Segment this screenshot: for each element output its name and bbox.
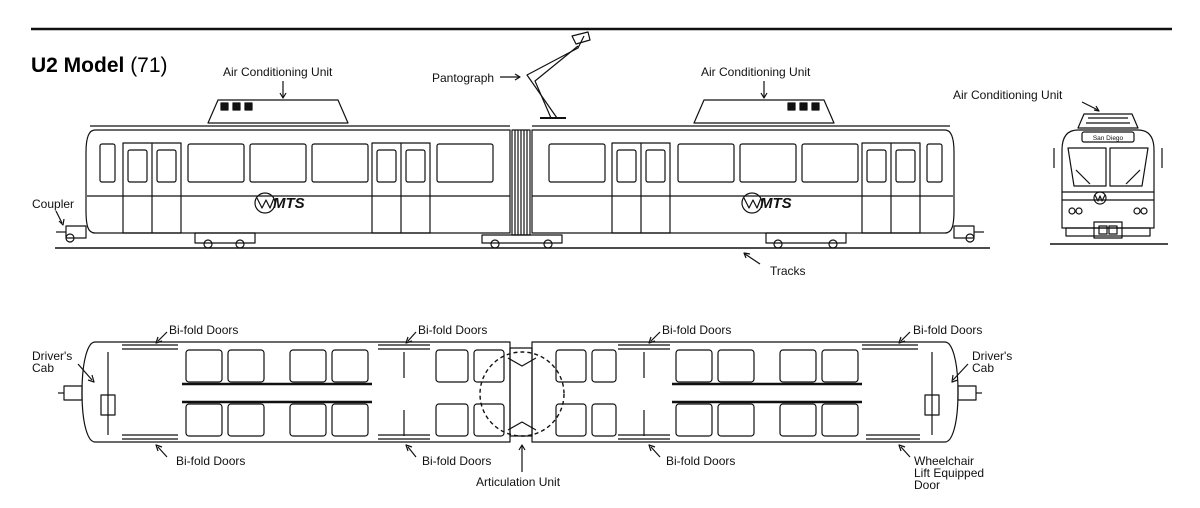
side-view: MTS MTS bbox=[55, 31, 990, 265]
pantograph bbox=[526, 31, 591, 119]
ac-unit-left bbox=[207, 99, 349, 124]
mts-logo-text-left: MTS bbox=[273, 195, 305, 212]
articulation-turntable bbox=[479, 351, 565, 437]
mts-logo-text-right: MTS bbox=[760, 195, 792, 212]
ac-unit-right bbox=[693, 99, 835, 124]
label-tracks: Tracks bbox=[770, 264, 806, 278]
label-ac-left: Air Conditioning Unit bbox=[223, 65, 333, 79]
label-drivers-cab-left: Driver's Cab bbox=[32, 349, 73, 375]
label-bifold-top-1: Bi-fold Doors bbox=[169, 323, 239, 337]
destination-sign: San Diego bbox=[1093, 135, 1124, 142]
plan-view bbox=[58, 331, 982, 472]
car-body-left bbox=[85, 125, 511, 234]
model-count: (71) bbox=[130, 54, 168, 77]
articulation-bellows bbox=[511, 129, 531, 236]
mts-logo-left bbox=[254, 192, 276, 214]
label-coupler: Coupler bbox=[32, 197, 75, 211]
label-bifold-top-2: Bi-fold Doors bbox=[418, 323, 488, 337]
model-name: U2 Model bbox=[31, 54, 125, 77]
coupler-right bbox=[953, 225, 984, 243]
leaders-side bbox=[55, 73, 768, 265]
front-view: San Diego bbox=[1050, 101, 1168, 245]
label-wheelchair-door: Wheelchair Lift Equipped Door bbox=[914, 454, 985, 492]
coupler-left bbox=[56, 225, 87, 243]
label-drivers-cab-right: Driver's Cab bbox=[972, 349, 1013, 375]
mts-logo-right bbox=[741, 192, 763, 214]
bogies bbox=[194, 232, 847, 249]
label-bifold-top-4: Bi-fold Doors bbox=[913, 323, 983, 337]
car-body-right bbox=[531, 125, 955, 234]
label-bifold-bottom-3: Bi-fold Doors bbox=[666, 454, 736, 468]
label-pantograph: Pantograph bbox=[432, 71, 495, 85]
label-articulation-unit: Articulation Unit bbox=[476, 475, 561, 489]
label-bifold-top-3: Bi-fold Doors bbox=[662, 323, 732, 337]
label-bifold-bottom-1: Bi-fold Doors bbox=[176, 454, 246, 468]
page-title: U2 Model (71) bbox=[31, 54, 168, 78]
label-ac-front: Air Conditioning Unit bbox=[953, 88, 1063, 102]
label-ac-right: Air Conditioning Unit bbox=[701, 65, 811, 79]
label-bifold-bottom-2: Bi-fold Doors bbox=[422, 454, 492, 468]
